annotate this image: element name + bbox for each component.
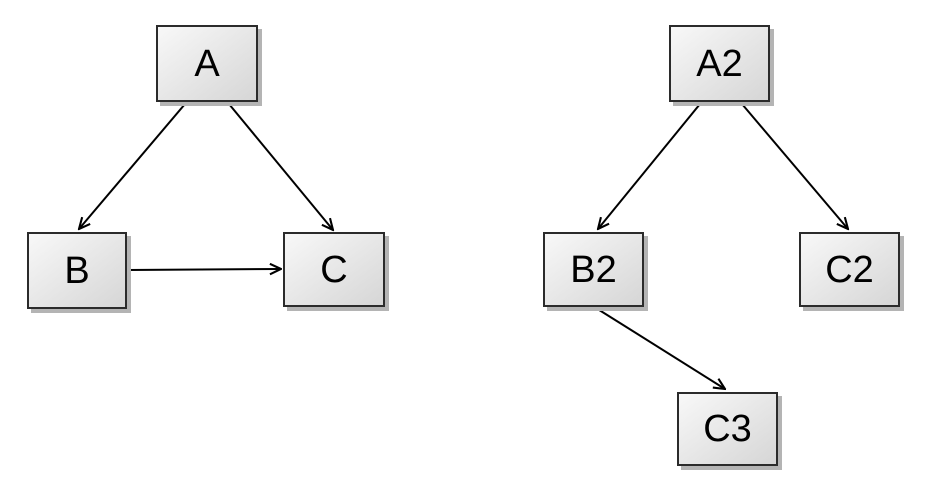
node-A2[interactable]: A2 <box>669 25 770 102</box>
edges-group <box>79 103 848 389</box>
node-C[interactable]: C <box>283 232 385 307</box>
node-B2[interactable]: B2 <box>543 232 644 307</box>
node-C2[interactable]: C2 <box>799 232 900 307</box>
edge-A-C <box>228 103 333 230</box>
node-label: A <box>194 42 220 85</box>
node-label: B <box>64 249 90 292</box>
node-label: B2 <box>570 248 617 291</box>
edge-A2-C2 <box>741 103 848 229</box>
edge-B2-C3 <box>595 307 725 389</box>
node-C3[interactable]: C3 <box>677 392 778 466</box>
edge-A2-B2 <box>598 103 701 229</box>
node-label: A2 <box>696 42 743 85</box>
edge-A-B <box>79 103 186 229</box>
node-A[interactable]: A <box>156 25 258 102</box>
node-label: C2 <box>825 248 874 291</box>
node-label: C3 <box>703 408 752 450</box>
node-B[interactable]: B <box>27 232 127 309</box>
edge-B-C <box>127 269 281 270</box>
node-label: C <box>320 248 348 291</box>
